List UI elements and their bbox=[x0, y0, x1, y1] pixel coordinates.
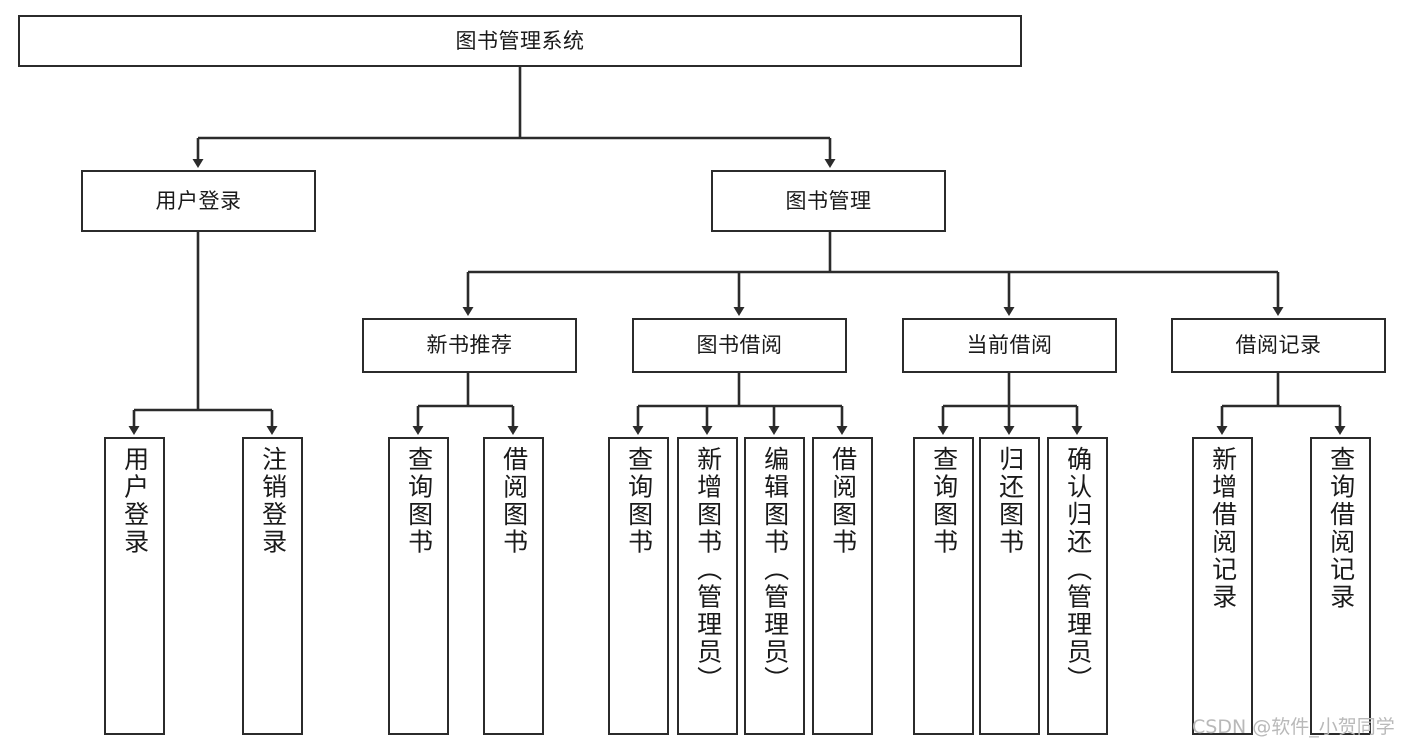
leaf-user-login-1[interactable]: 注销登录 bbox=[242, 437, 303, 735]
leaf-book-borrow-3[interactable]: 借阅图书 bbox=[812, 437, 873, 735]
leaf-current-borrow-0-label: 查询图书 bbox=[929, 446, 959, 556]
leaf-book-borrow-1[interactable]: 新增图书（管理员） bbox=[677, 437, 738, 735]
leaf-new-book-recommend-1[interactable]: 借阅图书 bbox=[483, 437, 544, 735]
leaf-book-borrow-2[interactable]: 编辑图书（管理员） bbox=[744, 437, 805, 735]
node-new-book-recommend[interactable]: 新书推荐 bbox=[362, 318, 577, 373]
node-borrow-record-label: 借阅记录 bbox=[1235, 333, 1322, 358]
leaf-user-login-0-label: 用户登录 bbox=[120, 446, 150, 556]
leaf-borrow-record-0-label: 新增借阅记录 bbox=[1208, 446, 1238, 611]
node-current-borrow-label: 当前借阅 bbox=[966, 333, 1053, 358]
leaf-book-borrow-3-label: 借阅图书 bbox=[828, 446, 858, 556]
leaf-book-borrow-0[interactable]: 查询图书 bbox=[608, 437, 669, 735]
node-current-borrow[interactable]: 当前借阅 bbox=[902, 318, 1117, 373]
node-user-login[interactable]: 用户登录 bbox=[81, 170, 316, 232]
node-new-book-recommend-label: 新书推荐 bbox=[426, 333, 513, 358]
leaf-new-book-recommend-0[interactable]: 查询图书 bbox=[388, 437, 449, 735]
node-root[interactable]: 图书管理系统 bbox=[18, 15, 1022, 67]
node-user-login-label: 用户登录 bbox=[155, 188, 242, 213]
leaf-book-borrow-1-label: 新增图书（管理员） bbox=[693, 446, 723, 694]
leaf-user-login-1-label: 注销登录 bbox=[258, 446, 288, 556]
node-book-management-label: 图书管理 bbox=[785, 188, 872, 213]
leaf-user-login-0[interactable]: 用户登录 bbox=[104, 437, 165, 735]
leaf-current-borrow-1-label: 归还图书 bbox=[995, 446, 1025, 556]
node-root-label: 图书管理系统 bbox=[455, 28, 585, 53]
leaf-current-borrow-2-label: 确认归还（管理员） bbox=[1063, 446, 1093, 694]
leaf-current-borrow-1[interactable]: 归还图书 bbox=[979, 437, 1040, 735]
leaf-borrow-record-1[interactable]: 查询借阅记录 bbox=[1310, 437, 1371, 735]
leaf-current-borrow-2[interactable]: 确认归还（管理员） bbox=[1047, 437, 1108, 735]
leaf-book-borrow-2-label: 编辑图书（管理员） bbox=[760, 446, 790, 694]
leaf-borrow-record-0[interactable]: 新增借阅记录 bbox=[1192, 437, 1253, 735]
leaf-book-borrow-0-label: 查询图书 bbox=[624, 446, 654, 556]
node-book-borrow-label: 图书借阅 bbox=[696, 333, 783, 358]
leaf-new-book-recommend-1-label: 借阅图书 bbox=[499, 446, 529, 556]
node-book-borrow[interactable]: 图书借阅 bbox=[632, 318, 847, 373]
node-borrow-record[interactable]: 借阅记录 bbox=[1171, 318, 1386, 373]
leaf-current-borrow-0[interactable]: 查询图书 bbox=[913, 437, 974, 735]
leaf-borrow-record-1-label: 查询借阅记录 bbox=[1326, 446, 1356, 611]
leaf-new-book-recommend-0-label: 查询图书 bbox=[404, 446, 434, 556]
node-book-management[interactable]: 图书管理 bbox=[711, 170, 946, 232]
